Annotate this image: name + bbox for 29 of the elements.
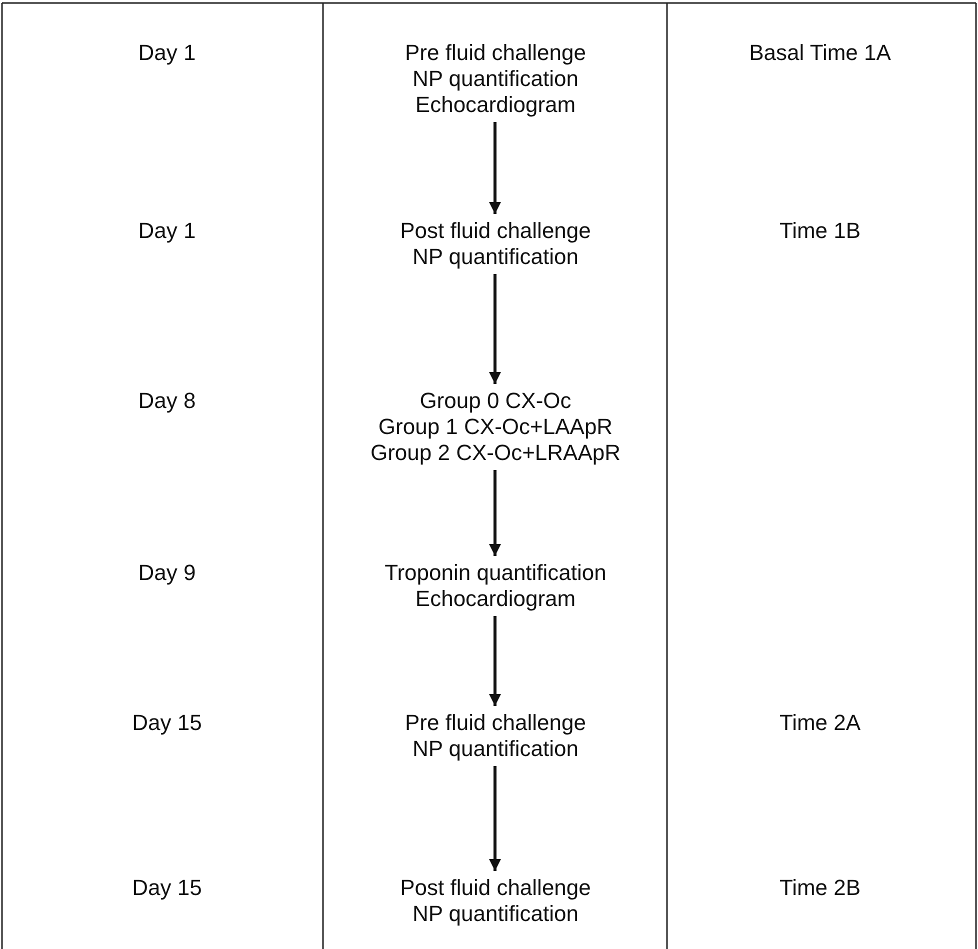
step-text: Post fluid challenge (399, 875, 592, 901)
step-text: Troponin quantification (384, 560, 608, 586)
step-text: Echocardiogram (414, 92, 577, 118)
step-text: Group 0 CX-Oc (418, 388, 572, 414)
step-text: Group 1 CX-Oc+LAApR (377, 414, 614, 440)
step-text: Echocardiogram (414, 586, 577, 612)
step-text: NP quantification (412, 66, 580, 92)
time-point-label: Time 2A (778, 710, 862, 736)
time-point-label: Time 2B (778, 875, 862, 901)
day-label: Day 15 (131, 875, 203, 901)
arrow (489, 616, 501, 706)
step-text: NP quantification (412, 901, 580, 927)
step-text: Pre fluid challenge (404, 710, 587, 736)
time-point-label: Time 1B (778, 218, 862, 244)
step-text: Post fluid challenge (399, 218, 592, 244)
arrow (489, 122, 501, 214)
step-text: Group 2 CX-Oc+LRAApR (369, 440, 622, 466)
day-label: Day 1 (137, 40, 197, 66)
time-point-label: Basal Time 1A (748, 40, 892, 66)
day-label: Day 8 (137, 388, 197, 414)
day-label: Day 9 (137, 560, 197, 586)
step-text: NP quantification (412, 736, 580, 762)
arrow (489, 766, 501, 871)
step-text: Pre fluid challenge (404, 40, 587, 66)
arrow (489, 470, 501, 556)
step-text: NP quantification (412, 244, 580, 270)
day-label: Day 1 (137, 218, 197, 244)
arrow (489, 274, 501, 384)
day-label: Day 15 (131, 710, 203, 736)
